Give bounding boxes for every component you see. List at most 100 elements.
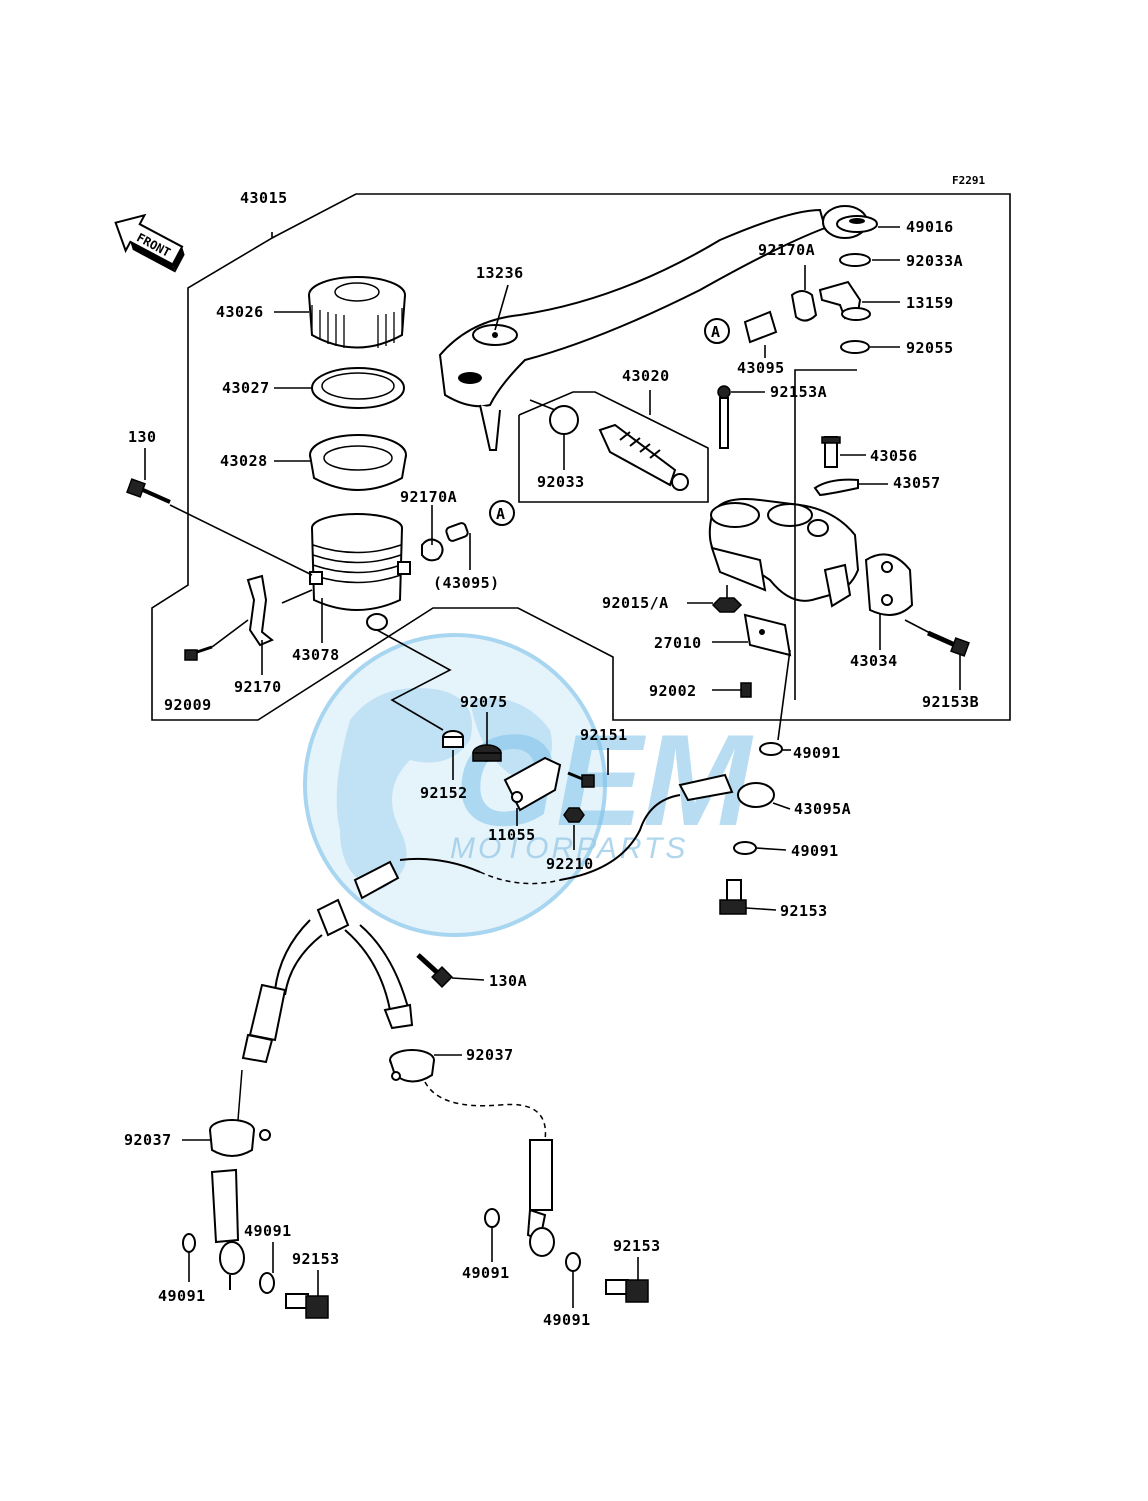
label-92170A-left: 92170A (400, 488, 457, 506)
label-49091-c: 49091 (158, 1287, 206, 1305)
label-92033A: 92033A (906, 252, 963, 270)
label-49091-a: 49091 (793, 744, 841, 762)
hose-clamp-92037-a (389, 1049, 435, 1083)
label-92210: 92210 (546, 855, 594, 873)
label-92151: 92151 (580, 726, 628, 744)
bolt-130 (126, 478, 171, 504)
washer-49091-d (259, 1272, 275, 1294)
bracket-11055 (503, 756, 562, 812)
label-92009: 92009 (164, 696, 212, 714)
label-92153-c: 92153 (613, 1237, 661, 1255)
label-13236: 13236 (476, 264, 524, 282)
label-92153-b: 92153 (292, 1250, 340, 1268)
master-cylinder-body (708, 498, 860, 608)
circlip-92033A (839, 253, 871, 267)
dust-cap-49016 (836, 215, 878, 233)
leader-lines (144, 226, 961, 1308)
label-11055: 11055 (488, 826, 536, 844)
o-ring-92055 (840, 340, 870, 354)
label-49091-b: 49091 (791, 842, 839, 860)
washer-49091-c (182, 1233, 196, 1253)
brake-switch (743, 613, 792, 657)
label-43095-paren: (43095) (433, 574, 500, 592)
nut-92210 (563, 807, 585, 823)
label-49091-f: 49091 (543, 1311, 591, 1329)
assembly-outline (151, 193, 1011, 721)
piston-kit (518, 391, 709, 503)
label-92002: 92002 (649, 682, 697, 700)
washer-49091-a (759, 742, 783, 756)
collar-92152 (442, 730, 464, 748)
grommet-92075 (472, 744, 502, 762)
label-27010: 27010 (654, 634, 702, 652)
label-43020: 43020 (622, 367, 670, 385)
label-92170: 92170 (234, 678, 282, 696)
bleeder-cap (813, 478, 859, 497)
washer-49091-e (484, 1208, 500, 1228)
label-43057: 43057 (893, 474, 941, 492)
left-lower-banjo (210, 1168, 245, 1290)
figure-code: F2291 (952, 174, 985, 187)
label-92037-b: 92037 (124, 1131, 172, 1149)
bolt-92153-a (719, 879, 747, 915)
watermark: GEM MOTORPARTS (303, 633, 754, 937)
label-43095: 43095 (737, 359, 785, 377)
label-92153A: 92153A (770, 383, 827, 401)
ref-marker-a-right: A (711, 323, 721, 341)
label-92153B: 92153B (922, 693, 979, 711)
label-130: 130 (128, 428, 157, 446)
label-49091-d: 49091 (244, 1222, 292, 1240)
label-43078: 43078 (292, 646, 340, 664)
label-92075: 92075 (460, 693, 508, 711)
screw-92002 (740, 682, 752, 698)
label-43026: 43026 (216, 303, 264, 321)
screw-92151 (567, 771, 595, 788)
label-92152: 92152 (420, 784, 468, 802)
label-92033: 92033 (537, 473, 585, 491)
label-92015A: 92015/A (602, 594, 669, 612)
washer-49091-f (565, 1252, 581, 1272)
watermark-subtext: MOTORPARTS (450, 832, 688, 865)
brake-lever (438, 205, 868, 451)
label-43027: 43027 (222, 379, 270, 397)
label-130A: 130A (489, 972, 527, 990)
reservoir-tank (309, 513, 411, 631)
clamp-and-hose-right: A (704, 290, 818, 344)
label-92055: 92055 (906, 339, 954, 357)
label-92153-a: 92153 (780, 902, 828, 920)
bolt-92153-b (285, 1293, 329, 1319)
banjo-hose-43095A (559, 773, 775, 881)
bolt-92153-c (605, 1279, 649, 1303)
label-49016: 49016 (906, 218, 954, 236)
washer-49091-b (733, 841, 757, 855)
hose-clamp-92037-b (209, 1119, 271, 1157)
diaphragm (309, 434, 407, 491)
right-lower-banjo (526, 1139, 555, 1257)
reservoir-cap (308, 276, 406, 349)
label-43056: 43056 (870, 447, 918, 465)
diaphragm-plate (311, 367, 405, 409)
label-13159: 13159 (906, 294, 954, 312)
reservoir-bracket (246, 574, 274, 647)
label-43015: 43015 (240, 189, 288, 207)
part-labels: 43015 43026 43027 43028 130 92170A (4309… (124, 189, 979, 1329)
bolt-92153A (717, 385, 731, 449)
lower-hose-assembly (237, 857, 561, 1141)
handlebar-clamp (864, 553, 914, 616)
label-43095A: 43095A (794, 800, 851, 818)
bleeder-valve (821, 436, 841, 468)
label-92037-a: 92037 (466, 1046, 514, 1064)
ref-marker-a-left: A (496, 505, 506, 523)
screw-92009 (184, 645, 213, 661)
clamp-and-hose-left: A (421, 500, 515, 562)
label-49091-e: 49091 (462, 1264, 510, 1282)
nut-92015A (711, 597, 743, 613)
label-43034: 43034 (850, 652, 898, 670)
label-43028: 43028 (220, 452, 268, 470)
fitting-13159 (818, 280, 871, 321)
label-92170A-right: 92170A (758, 241, 815, 259)
front-arrow-icon: FRONT (114, 213, 185, 273)
bolt-92153B (926, 630, 970, 657)
bolt-130A (416, 953, 453, 988)
